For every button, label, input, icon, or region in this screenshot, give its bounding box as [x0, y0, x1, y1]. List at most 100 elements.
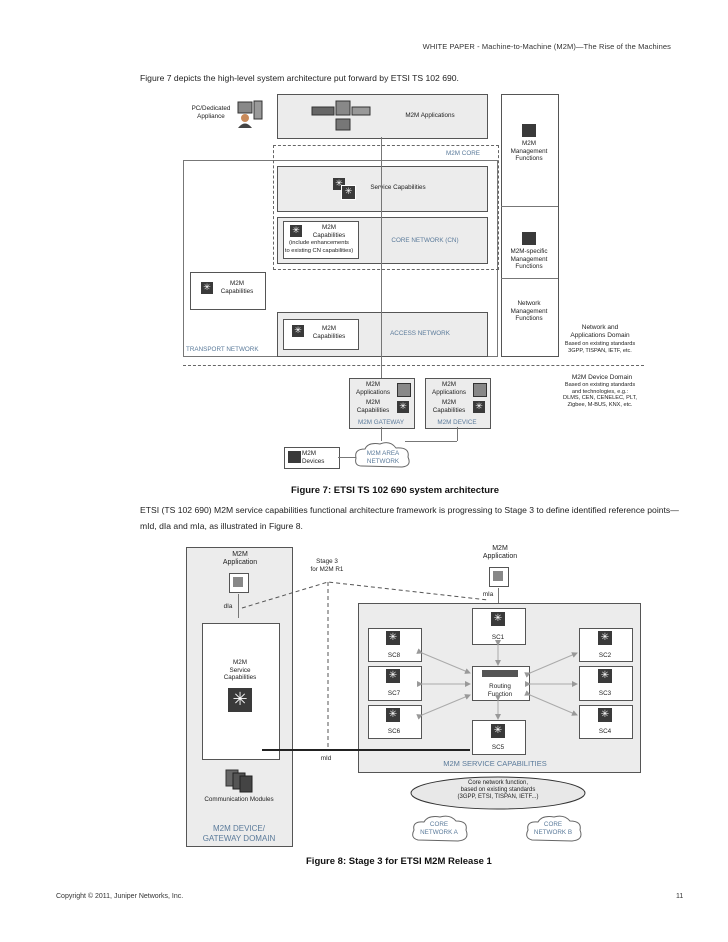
application-icon: [397, 383, 411, 397]
stage3-label: Stage 3 for M2M R1: [310, 558, 344, 573]
m2m-specific-management-label: M2M-specific Management Functions: [510, 248, 548, 270]
device-icon: [288, 451, 301, 463]
core-network-clouds: [412, 815, 582, 842]
device-link: [405, 441, 457, 442]
running-header: WHITE PAPER - Machine-to-Machine (M2M)—T…: [422, 42, 671, 51]
capability-icon: ✳: [292, 325, 304, 337]
sc4-label: SC4: [598, 728, 612, 735]
network-domain-note: Based on existing standards 3GPP, TISPAN…: [564, 341, 636, 354]
device-domain-title: M2M Device Domain: [571, 374, 633, 381]
mia-label: mIa: [482, 591, 494, 598]
application-icon: [493, 571, 503, 581]
service-capabilities-label: Service Capabilities: [370, 184, 426, 191]
domain-separator: [183, 365, 644, 366]
capability-icon: ✳: [491, 612, 505, 626]
left-m2m-capabilities-box: [190, 272, 266, 310]
network-applications-domain-title: Network and Applications Domain: [570, 324, 630, 339]
figure-8-caption: Figure 8: Stage 3 for ETSI M2M Release 1: [306, 856, 492, 867]
gateway-to-area: [381, 427, 382, 441]
application-icon: [473, 383, 487, 397]
device-applications-label: M2M Applications: [432, 381, 466, 396]
capability-icon: ✳: [228, 688, 252, 712]
pc-appliance-label: PC/Dedicated Appliance: [191, 105, 231, 120]
m2m-area-network-label: M2M AREA NETWORK: [366, 450, 400, 465]
capability-icon: ✳: [473, 401, 485, 413]
figure-7: PC/Dedicated Appliance M2M Applications …: [183, 94, 644, 496]
mgmt-divider-2: [501, 278, 558, 279]
page-number: 11: [676, 893, 684, 900]
capability-icon: ✳: [290, 225, 302, 237]
dia-label: dIa: [223, 603, 233, 610]
m2m-devices-label: M2M Devices: [302, 450, 325, 465]
service-capabilities-box: [277, 166, 488, 212]
routing-function-label: Routing Function: [487, 683, 513, 698]
access-network-label: ACCESS NETWORK: [390, 330, 450, 337]
dia-line: [238, 594, 239, 618]
intro-paragraph: Figure 7 depicts the high-level system a…: [140, 73, 459, 83]
footer-copyright: Copyright © 2011, Juniper Networks, Inc.: [56, 893, 184, 900]
core-m2m-capabilities-label: M2M Capabilities: [312, 224, 346, 239]
mid-link: [262, 749, 470, 751]
m2m-applications-label: M2M Applications: [405, 112, 455, 119]
capability-icon: ✳: [386, 631, 400, 645]
area-network-cloud: [355, 442, 410, 468]
m2m-applications-box: [277, 94, 488, 139]
device-domain-note: Based on existing standards and technolo…: [563, 382, 637, 408]
middle-paragraph: ETSI (TS 102 690) M2M service capabiliti…: [140, 505, 679, 531]
m2m-core-region: [273, 145, 499, 270]
device-capabilities-label: M2M Capabilities: [432, 399, 466, 414]
server-icon: [522, 124, 536, 137]
m2m-management-functions-label: M2M Management Functions: [510, 140, 548, 162]
capability-icon: ✳: [598, 631, 612, 645]
core-network-label: CORE NETWORK (CN): [391, 237, 459, 244]
capability-icon: ✳: [201, 282, 213, 294]
sc7-label: SC7: [387, 690, 401, 697]
core-network-ellipse: [410, 776, 586, 810]
core-function-note: Core network function, based on existing…: [457, 780, 539, 800]
applications-icons: [311, 100, 371, 131]
network-management-label: Network Management Functions: [510, 300, 548, 322]
mgmt-divider-1: [501, 206, 558, 207]
routing-arrows: [416, 640, 578, 720]
m2m-gateway-label: M2M GATEWAY: [357, 419, 405, 426]
sc5-label: SC5: [491, 744, 505, 751]
devices-connector: [338, 457, 356, 458]
sc2-label: SC2: [598, 652, 612, 659]
core-network-a-label: CORE NETWORK A: [420, 821, 458, 836]
capability-icon: ✳: [397, 401, 409, 413]
device-gateway-domain-label: M2M DEVICE/ GATEWAY DOMAIN: [202, 824, 276, 843]
capability-icon: ✳: [386, 708, 400, 722]
main-connector: [381, 137, 382, 378]
application-icon: [233, 577, 243, 587]
capability-icon: ✳: [386, 669, 400, 683]
figure-7-caption: Figure 7: ETSI TS 102 690 system archite…: [291, 485, 500, 496]
right-m2m-application-label: M2M Application: [482, 545, 518, 560]
mid-label: mId: [320, 755, 332, 762]
capability-icon: ✳: [491, 724, 505, 738]
sc3-label: SC3: [598, 690, 612, 697]
stage3-dashed-lines: [241, 581, 489, 750]
transport-network-label: TRANSPORT NETWORK: [186, 346, 259, 353]
left-m2m-capabilities-label: M2M Capabilities: [220, 280, 254, 295]
gateway-applications-label: M2M Applications: [356, 381, 390, 396]
access-m2m-capabilities-label: M2M Capabilities: [312, 325, 346, 340]
sc6-label: SC6: [387, 728, 401, 735]
gateway-capabilities-label: M2M Capabilities: [356, 399, 390, 414]
management-column: [501, 94, 559, 357]
include-enhancements-note: (include enhancements to existing CN cap…: [284, 240, 354, 254]
m2m-service-capabilities-label: M2M SERVICE CAPABILITIES: [443, 759, 547, 768]
communication-modules-icon: [225, 769, 253, 793]
sc8-label: SC8: [387, 652, 401, 659]
sc1-label: SC1: [491, 634, 505, 641]
m2m-device-label: M2M DEVICE: [437, 419, 477, 426]
pc-user-icon: [237, 100, 263, 128]
left-m2m-application-label: M2M Application: [222, 551, 258, 566]
core-network-b-label: CORE NETWORK B: [533, 821, 573, 836]
device-to-area: [457, 427, 458, 441]
server-icon: [522, 232, 536, 245]
mia-line: [498, 588, 499, 608]
capability-icon: ✳: [598, 669, 612, 683]
capability-icon: ✳: [341, 185, 356, 200]
service-capabilities-label: M2M Service Capabilities: [223, 659, 257, 681]
